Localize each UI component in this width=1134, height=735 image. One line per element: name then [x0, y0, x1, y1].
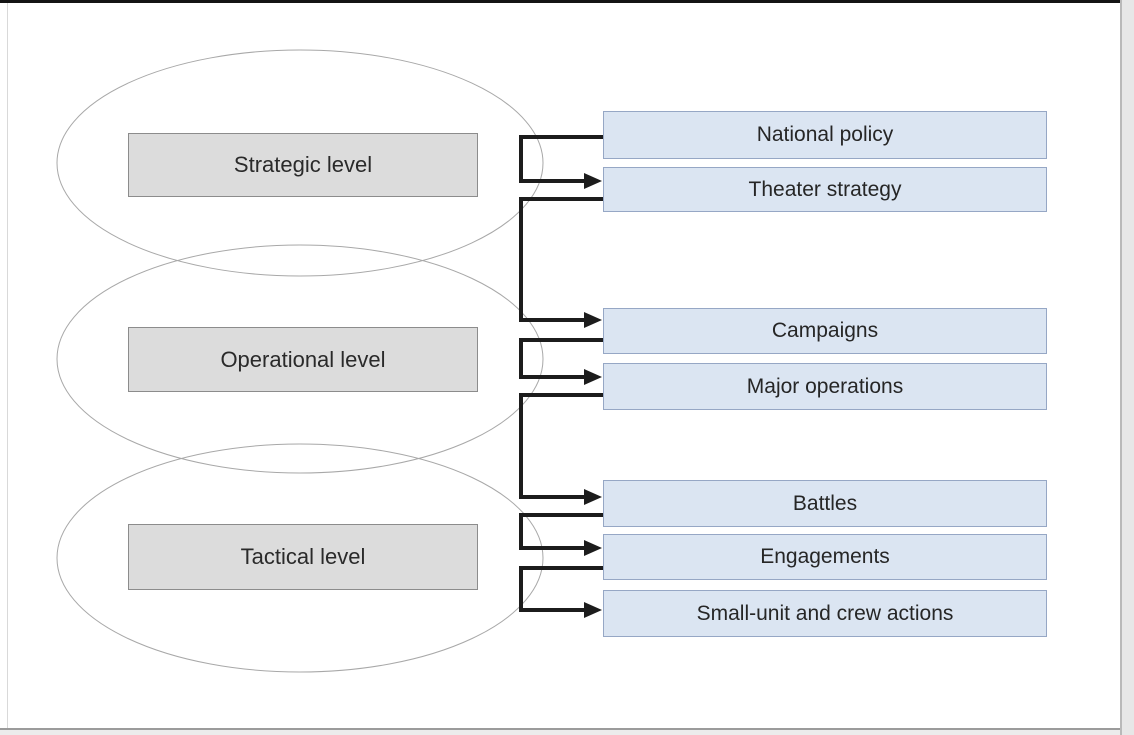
page-top-border	[0, 0, 1120, 3]
flow-box-label: Engagements	[760, 545, 890, 568]
connector-arrowhead-icon	[584, 312, 602, 328]
level-box-operational: Operational level	[128, 327, 478, 392]
flow-box-label: Theater strategy	[748, 177, 902, 201]
connector-line	[519, 197, 603, 322]
flow-box-campaigns: Campaigns	[603, 308, 1047, 354]
flow-box-label: Campaigns	[771, 319, 879, 342]
flow-box-battles: Battles	[603, 480, 1047, 527]
flow-box-label: Battles	[792, 491, 858, 515]
level-box-strategic: Strategic level	[128, 133, 478, 197]
level-box-label: Tactical level	[240, 544, 366, 569]
connector-arrowhead-icon	[584, 369, 602, 385]
connector-arrowhead-icon	[584, 489, 602, 505]
connector-arrowhead-icon	[584, 173, 602, 189]
connector-line	[519, 513, 603, 550]
flow-box-engagements: Engagements	[603, 534, 1047, 580]
connector-line	[519, 338, 603, 379]
connector-line	[519, 566, 603, 612]
level-ellipse-operational	[56, 244, 544, 474]
level-ellipse-tactical	[56, 443, 544, 673]
page-edge-shadow	[1120, 0, 1134, 735]
flow-box-theater-strategy: Theater strategy	[603, 167, 1047, 212]
flow-box-small-unit-and-crew-actions: Small-unit and crew actions	[603, 590, 1047, 637]
page-bottom-border	[0, 728, 1134, 730]
level-ellipse-strategic	[56, 49, 544, 277]
connector-line	[519, 135, 603, 183]
level-box-label: Strategic level	[233, 152, 373, 177]
page-bottom-margin	[0, 730, 1134, 735]
flow-box-national-policy: National policy	[603, 111, 1047, 159]
flow-box-label: Major operations	[746, 374, 904, 398]
level-box-label: Operational level	[220, 346, 386, 372]
flow-box-major-operations: Major operations	[603, 363, 1047, 410]
connector-arrowhead-icon	[584, 602, 602, 618]
level-box-tactical: Tactical level	[128, 524, 478, 590]
flow-box-label: National policy	[756, 123, 894, 146]
flow-box-label: Small-unit and crew actions	[696, 601, 954, 625]
connector-line	[519, 393, 603, 499]
connector-arrowhead-icon	[584, 540, 602, 556]
page-left-border	[7, 3, 8, 728]
